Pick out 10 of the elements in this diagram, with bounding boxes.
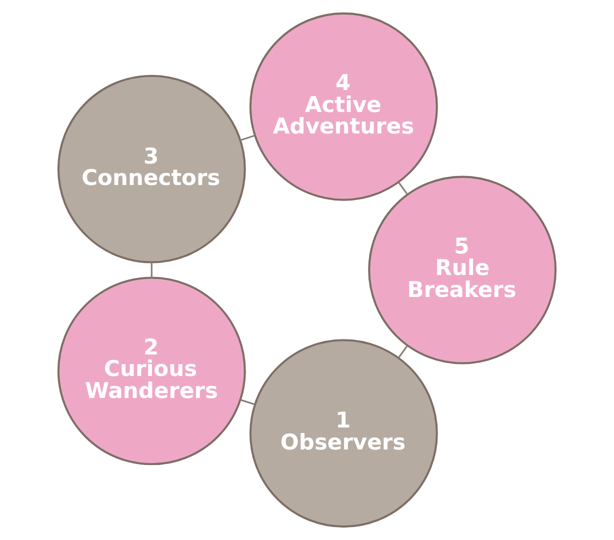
node-circle: 1 Observers [249,339,438,528]
connector [398,182,408,195]
node-circle: 3 Connectors [57,74,246,264]
node-circle: 4 Active Adventures [249,12,438,201]
node-circle: 5 Rule Breakers [368,176,557,364]
connector [150,262,152,278]
connector [398,344,408,358]
connector [240,134,255,141]
connector [240,399,256,406]
node-circle: 2 Curious Wanderers [57,276,246,466]
